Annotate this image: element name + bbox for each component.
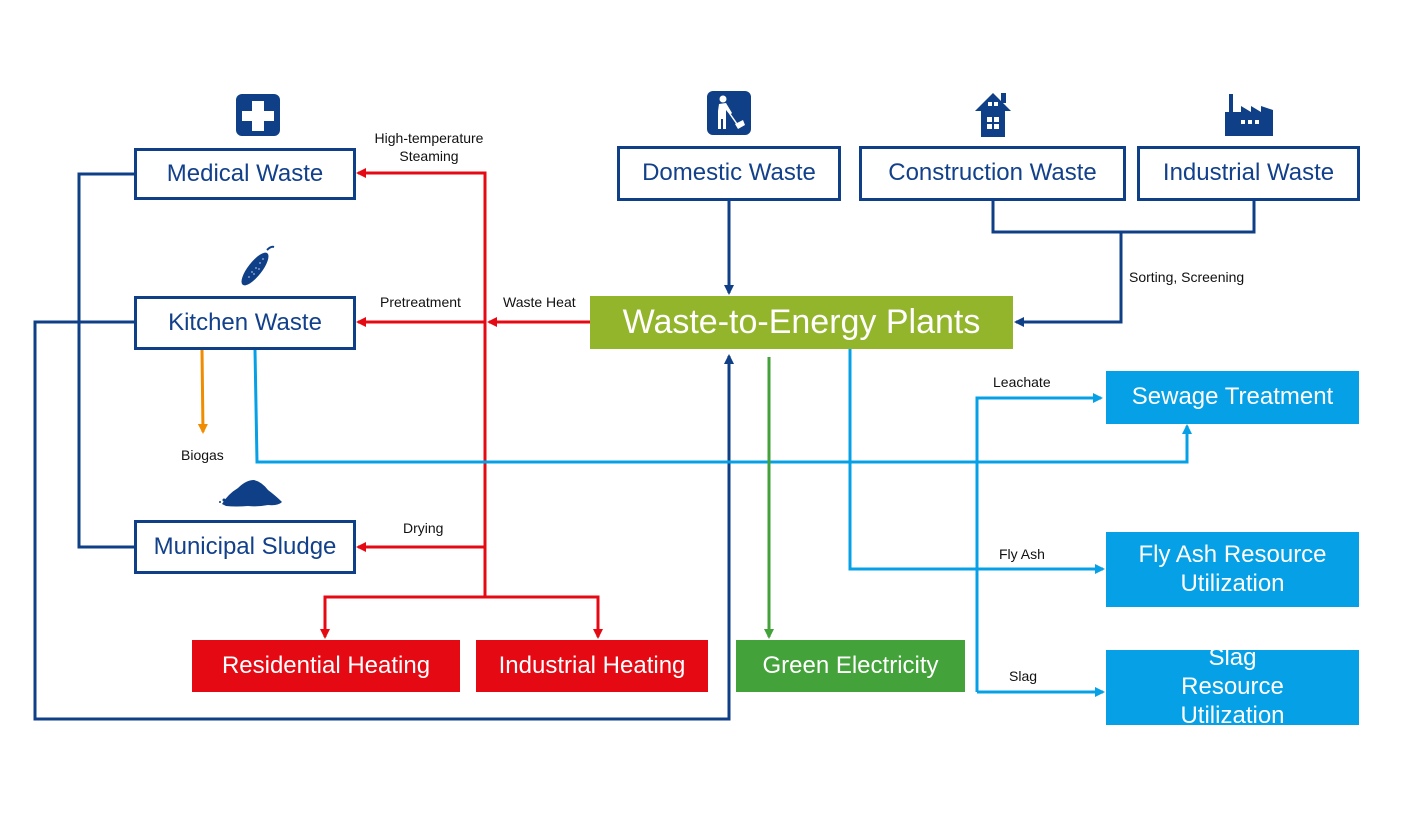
medical-waste-box: Medical Waste [134, 148, 356, 200]
slag-utilization-box: Slag Resource Utilization [1106, 644, 1359, 729]
kitchen-waste-label: Kitchen Waste [168, 308, 322, 336]
municipal-sludge-box: Municipal Sludge [134, 520, 356, 574]
waste-to-energy-plants-box: Waste-to-Energy Plants [590, 296, 1013, 349]
edge-label-steaming: High-temperature Steaming [374, 130, 484, 164]
edge-residential-heating [320, 595, 485, 639]
edge-label-biogas: Biogas [181, 447, 224, 463]
waste-to-energy-plants-label: Waste-to-Energy Plants [622, 303, 981, 342]
edge-kitchen-to-wte [33, 320, 734, 721]
edge-leachate [975, 393, 1103, 692]
house-icon [975, 93, 1011, 137]
sweeper-icon [707, 91, 751, 135]
kitchen-waste-box: Kitchen Waste [134, 296, 356, 350]
edge-biogas [197, 349, 208, 434]
edge-fly-ash [848, 348, 1105, 574]
industrial-waste-label: Industrial Waste [1162, 159, 1335, 187]
slag-utilization-label: Slag Resource Utilization [1180, 644, 1285, 729]
industrial-heating-box: Industrial Heating [476, 640, 708, 692]
edge-label-fly-ash: Fly Ash [999, 546, 1045, 562]
factory-icon [1225, 94, 1273, 136]
edge-industrial-heating [485, 595, 603, 639]
industrial-heating-label: Industrial Heating [498, 651, 686, 679]
edge-label-drying: Drying [403, 520, 444, 536]
edge-construction-industrial-bracket [991, 200, 1256, 234]
edge-label-slag: Slag [1009, 668, 1038, 684]
green-electricity-label: Green Electricity [762, 651, 939, 679]
medical-cross-icon [236, 94, 280, 136]
construction-waste-box: Construction Waste [859, 146, 1126, 201]
edge-steaming [356, 168, 487, 597]
domestic-waste-box: Domestic Waste [617, 146, 841, 201]
edge-sorting-to-wte [1014, 232, 1123, 327]
edge-label-leachate: Leachate [993, 374, 1051, 390]
municipal-sludge-label: Municipal Sludge [153, 532, 337, 560]
edge-label-pretreatment: Pretreatment [380, 294, 461, 310]
industrial-waste-box: Industrial Waste [1137, 146, 1360, 201]
sewage-treatment-box: Sewage Treatment [1106, 371, 1359, 424]
residential-heating-label: Residential Heating [221, 651, 431, 679]
residential-heating-box: Residential Heating [192, 640, 460, 692]
edge-kitchen-to-sewage [253, 349, 1192, 464]
green-electricity-box: Green Electricity [736, 640, 965, 692]
construction-waste-label: Construction Waste [888, 159, 1097, 187]
edge-medical-sludge-bracket [77, 172, 135, 549]
fly-ash-utilization-box: Fly Ash Resource Utilization [1106, 532, 1359, 607]
edge-label-sorting: Sorting, Screening [1129, 269, 1245, 285]
edge-label-waste-heat: Waste Heat [503, 294, 576, 310]
sewage-treatment-label: Sewage Treatment [1131, 383, 1334, 411]
domestic-waste-label: Domestic Waste [642, 159, 816, 187]
fly-ash-utilization-label: Fly Ash Resource Utilization [1138, 540, 1327, 597]
cucumber-icon [241, 245, 275, 286]
medical-waste-label: Medical Waste [166, 159, 324, 187]
sludge-pile-icon [219, 480, 282, 507]
